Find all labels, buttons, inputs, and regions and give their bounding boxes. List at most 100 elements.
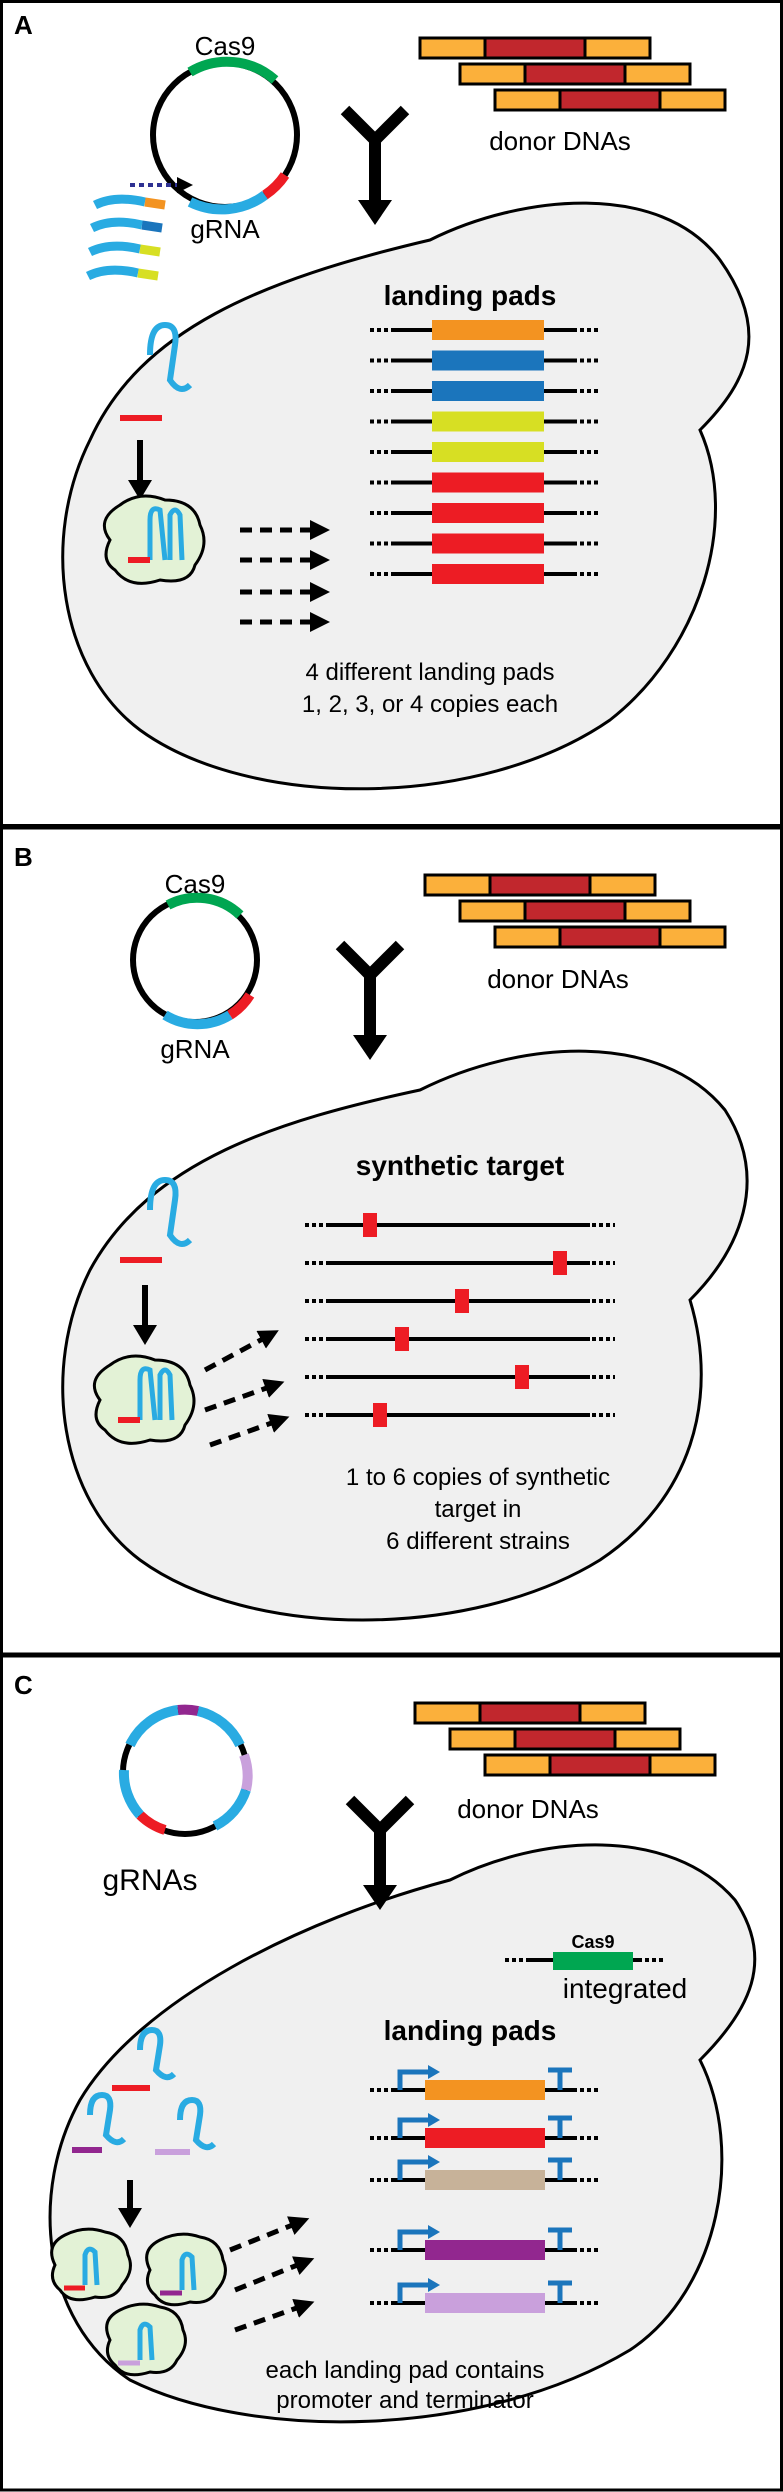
panel-c-grna-segment-3: [212, 1788, 251, 1831]
panel-b-cas9-label: Cas9: [165, 869, 226, 899]
panel-a-dashed-arrows: [240, 520, 330, 632]
panel-a-donor-label: donor DNAs: [489, 126, 631, 156]
panel-c-complex-grnas: [64, 2246, 197, 2366]
panel-a-pad-block: [432, 350, 544, 371]
panel-c-promoter-arrow: [397, 2069, 430, 2090]
panel-c-cas9-complexes: [50, 2227, 227, 2377]
panel-c-inner-title: landing pads: [384, 2015, 557, 2046]
panel-b-grna-hairpin: [120, 1176, 193, 1263]
panel-c-terminator: [548, 2280, 572, 2303]
panel-b-donor-label: donor DNAs: [487, 964, 629, 994]
panel-a-letter: A: [14, 10, 33, 40]
panel-a-pad-block: [432, 564, 544, 584]
panel-b-target-site: [515, 1365, 529, 1389]
panel-b-grna-red-segment: [227, 992, 255, 1020]
panel-a-pad-block: [432, 442, 544, 462]
panel-a-pad-block: [432, 381, 544, 401]
panel-c-terminator: [548, 2115, 572, 2138]
panel-b-target-site: [363, 1213, 377, 1237]
panel-a-pad-block: [432, 533, 544, 554]
panel-a-pad-block: [432, 411, 544, 432]
panel-c-landing-pads: [370, 2065, 600, 2313]
panel-b-dashed-arrows: [203, 1330, 290, 1448]
panel-a-cas9-segment: [187, 56, 279, 84]
panel-b-letter: B: [14, 842, 33, 872]
panel-a: A Cas9 gRNA dono: [0, 0, 783, 827]
panel-b-caption-line-1: 1 to 6 copies of synthetic: [346, 1464, 610, 1491]
panel-a-grna-segment: [187, 190, 268, 215]
panel-a-caption-line-2: 1, 2, 3, or 4 copies each: [302, 691, 558, 718]
panel-c-promoter-head: [428, 2113, 440, 2127]
panel-b: B Cas9 gRNA donor DNAs synthetic target: [0, 826, 783, 1656]
panel-b-complex-grna: [137, 1366, 175, 1421]
panel-c: C gRNAs donor DNAs Cas9 integrated landi…: [0, 1654, 783, 2492]
panel-c-promoter-head: [428, 2155, 440, 2169]
panel-b-grna-label: gRNA: [160, 1034, 230, 1064]
panel-c-vertical-arrowhead: [118, 2208, 142, 2228]
panel-b-target-site: [553, 1251, 567, 1275]
panel-a-cas9-label: Cas9: [195, 31, 256, 61]
panel-a-caption-line-1: 4 different landing pads: [305, 659, 554, 686]
panel-c-terminator: [548, 2067, 572, 2090]
panel-c-down-arrowhead: [363, 1885, 397, 1910]
panel-b-target-site: [455, 1289, 469, 1313]
panel-c-pad-block: [425, 2293, 545, 2313]
panel-b-vertical-arrowhead: [133, 1325, 157, 1345]
panel-b-target-site: [373, 1403, 387, 1427]
panel-c-caption-line-1: each landing pad contains: [266, 2357, 545, 2384]
panel-a-pad-block: [432, 503, 544, 523]
panel-c-pad-block: [425, 2128, 545, 2148]
panel-c-pad-block: [425, 2240, 545, 2260]
panel-c-grnas-label: gRNAs: [102, 1864, 197, 1897]
panel-a-landing-pads: [370, 320, 600, 584]
panel-c-pad-block: [425, 2080, 545, 2100]
panel-c-terminator: [548, 2227, 572, 2250]
panel-a-grna-hairpin: [120, 321, 193, 421]
panel-b-grna-segment: [162, 1010, 233, 1030]
panel-a-complex-grna: [147, 506, 185, 561]
panel-a-grna-red-segment: [262, 172, 290, 200]
panel-c-grna-segment-2: [196, 1706, 245, 1748]
panel-a-inner-title: landing pads: [384, 280, 557, 311]
panel-c-grna-red: [136, 1811, 167, 1835]
panel-b-target-site: [395, 1327, 409, 1351]
panel-b-synthetic-targets: [305, 1213, 615, 1427]
panel-c-caption-line-2: promoter and terminator: [276, 2387, 533, 2414]
panel-a-down-arrowhead: [358, 200, 392, 225]
panel-b-cas9-segment: [165, 892, 244, 919]
panel-a-cell: [61, 201, 751, 791]
panel-c-grna-purple: [177, 1704, 200, 1716]
panel-b-caption-line-2: target in: [435, 1496, 522, 1523]
panel-a-pad-block: [432, 472, 544, 493]
panel-b-down-arrowhead: [353, 1035, 387, 1060]
panel-c-promoter-arrow: [397, 2229, 430, 2250]
panel-c-dashed-arrows: [229, 2216, 315, 2333]
panel-c-integrated-label: integrated: [563, 1973, 688, 2004]
panel-c-promoter-head: [428, 2065, 440, 2079]
panel-c-grna-hairpins: [72, 2026, 217, 2155]
panel-b-inner-title: synthetic target: [356, 1150, 565, 1181]
panel-a-donor-dnas: [418, 36, 727, 112]
panel-c-cas9-label: Cas9: [571, 1932, 614, 1952]
panel-c-promoter-arrow: [397, 2282, 430, 2303]
panel-c-grna-segment-4: [118, 1769, 144, 1819]
panel-c-promoter-arrow: [397, 2159, 430, 2180]
panel-c-pad-block: [425, 2170, 545, 2190]
panel-b-donor-dnas: [423, 873, 727, 949]
panel-a-pad-block: [432, 320, 544, 340]
panel-c-cas9-block: [553, 1952, 633, 1970]
panel-c-grna-segment-1: [125, 1705, 179, 1748]
panel-c-grna-lilac: [239, 1753, 253, 1792]
panel-c-letter: C: [14, 1670, 33, 1700]
panel-c-donor-label: donor DNAs: [457, 1794, 599, 1824]
panel-a-vertical-arrowhead: [128, 480, 152, 500]
panel-c-promoter-head: [428, 2278, 440, 2292]
panel-a-grna-label: gRNA: [190, 214, 260, 244]
panel-c-terminator: [548, 2157, 572, 2180]
panel-c-promoter-head: [428, 2225, 440, 2239]
panel-c-donor-dnas: [413, 1701, 717, 1777]
panel-b-caption-line-3: 6 different strains: [386, 1528, 570, 1555]
panel-a-grna-library: [85, 194, 166, 281]
